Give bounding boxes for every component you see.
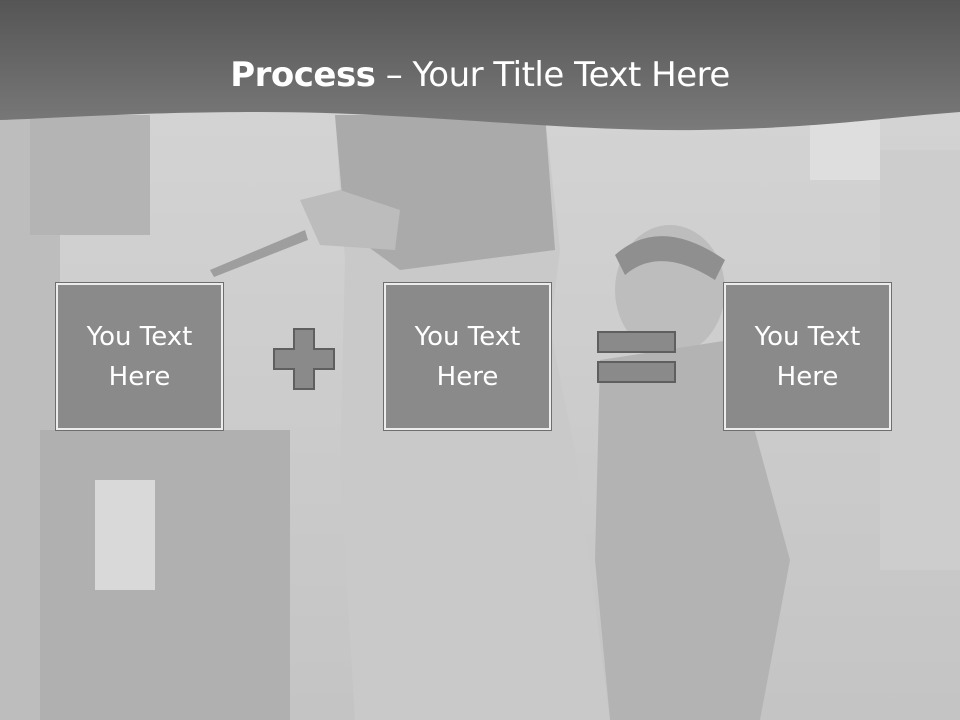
title-rest: – Your Title Text Here bbox=[375, 55, 731, 95]
page-title: Process – Your Title Text Here bbox=[0, 52, 960, 98]
title-banner: Process – Your Title Text Here bbox=[0, 0, 960, 140]
banner-shape bbox=[0, 0, 960, 131]
title-bold: Process bbox=[230, 55, 376, 95]
equals-icon bbox=[597, 331, 676, 383]
process-box-3: You Text Here bbox=[723, 282, 892, 431]
plus-icon bbox=[273, 328, 335, 390]
process-box-2: You Text Here bbox=[383, 282, 552, 431]
process-box-1: You Text Here bbox=[55, 282, 224, 431]
